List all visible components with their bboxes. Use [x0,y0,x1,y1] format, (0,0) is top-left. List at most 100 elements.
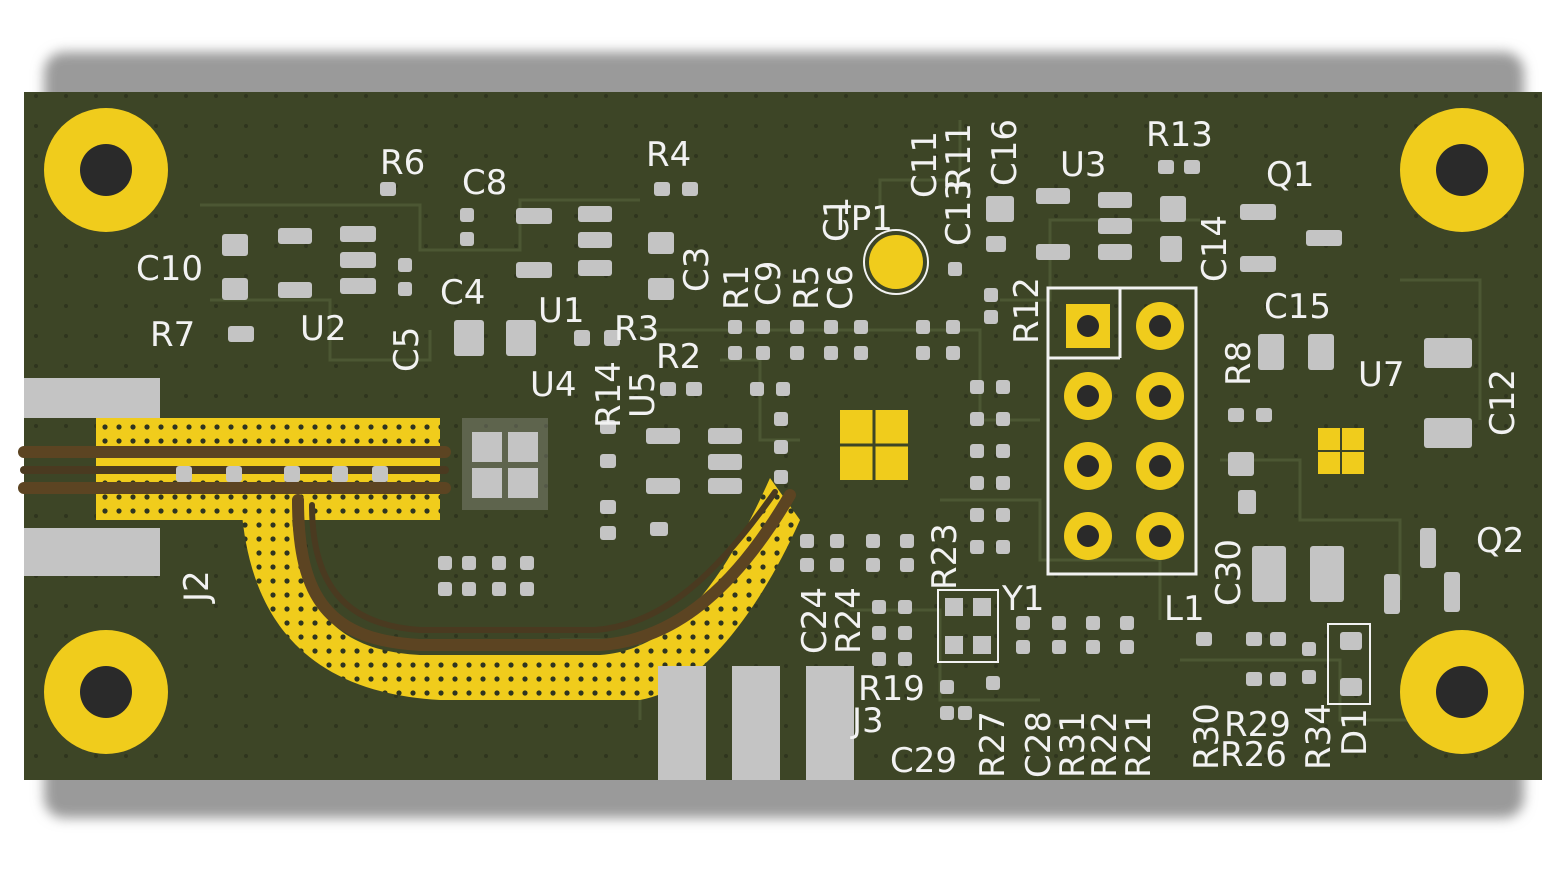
smd-pad [900,534,914,548]
smd-pad [984,310,998,324]
label-d1: D1 [1335,708,1375,756]
smd-pad [996,508,1010,522]
smd-pad [460,232,474,246]
smd-pad [226,466,242,482]
smd-pad [648,232,674,254]
smd-pad [940,706,954,720]
silkscreen-labels: R6 C8 R4 U3 R13 Q1 C10 TP1 C4 U1 U2 R7 R… [136,115,1524,781]
smd-pad [340,278,376,294]
label-r12: R12 [1007,277,1047,344]
smd-pad [1160,196,1186,222]
smd-pad [970,540,984,554]
label-r27: R27 [973,711,1013,778]
label-r5: R5 [787,265,827,310]
smd-pad [916,320,930,334]
smd-pad [898,652,912,666]
mounting-hole [1400,108,1524,232]
smd-pad [600,454,616,468]
smd-pad [1384,574,1400,614]
smd-pad [1310,546,1344,602]
label-r2: R2 [656,337,701,377]
smd-pad [774,412,788,426]
smd-pad [222,234,248,256]
label-r21: R21 [1119,711,1159,778]
smd-pad [1016,616,1030,630]
smd-pad [708,454,742,470]
smd-pad [1184,160,1200,174]
label-u3: U3 [1060,145,1107,185]
smd-pad [1036,244,1070,260]
label-u5: U5 [623,371,663,418]
smd-pad [1086,616,1100,630]
smd-pad [1052,616,1066,630]
label-c11: C11 [905,131,945,198]
smd-pad [970,476,984,490]
header-pin [1064,512,1112,560]
label-r1: R1 [717,265,757,310]
label-c24: C24 [795,587,835,654]
label-c30: C30 [1209,539,1249,606]
u5-qfn [840,410,908,480]
label-r30: R30 [1187,703,1227,770]
label-r23: R23 [925,523,965,590]
smd-pad [1052,640,1066,654]
smd-pad [800,534,814,548]
smd-pad [776,382,790,396]
label-c8: C8 [462,163,507,203]
label-r8: R8 [1219,341,1259,386]
label-c15: C15 [1264,287,1331,327]
label-r24: R24 [829,587,869,654]
smd-pad [1158,160,1174,174]
label-l1: L1 [1164,589,1205,629]
smd-pad [520,582,534,596]
smd-pad [646,428,680,444]
smd-pad [728,320,742,334]
smd-pad [940,680,954,694]
label-c5: C5 [387,327,427,372]
label-c28: C28 [1019,711,1059,778]
smd-pad [756,320,770,334]
label-r6: R6 [380,143,425,183]
smd-pad [986,236,1006,252]
smd-pad [854,346,868,360]
smd-pad [516,208,552,224]
smd-pad [830,558,844,572]
smd-pad [516,262,552,278]
smd-pad [1246,672,1262,686]
label-c3: C3 [677,247,717,292]
smd-pad [492,556,506,570]
y1-crystal [937,589,999,663]
mounting-hole [44,630,168,754]
smd-pad [650,522,668,536]
smd-pad [1424,418,1472,448]
smd-pad [1340,632,1362,650]
smd-pad [970,380,984,394]
smd-pad [578,206,612,222]
smd-pad [332,466,348,482]
smd-pad [1228,408,1244,422]
smd-pad [708,478,742,494]
smd-pad [398,258,412,272]
smd-pad [986,196,1014,222]
label-r7: R7 [150,315,195,355]
component-pads [176,160,1472,720]
header-pin [1064,372,1112,420]
smd-pad [600,420,616,434]
smd-pad [790,320,804,334]
smd-pad [462,556,476,570]
smd-pad [1424,338,1472,368]
smd-pad [682,182,698,196]
tp1-testpoint [863,229,929,295]
smd-pad [380,182,396,196]
header-pin [1136,302,1184,350]
smd-pad [1306,230,1342,246]
smd-pad [398,282,412,296]
smd-pad [284,466,300,482]
label-tp1: TP1 [829,199,893,239]
smd-pad [438,556,452,570]
label-r3: R3 [614,309,659,349]
u4-qfn [462,418,548,510]
smd-pad [916,346,930,360]
pin-header-2x4 [1046,286,1198,576]
smd-pad [958,706,972,720]
